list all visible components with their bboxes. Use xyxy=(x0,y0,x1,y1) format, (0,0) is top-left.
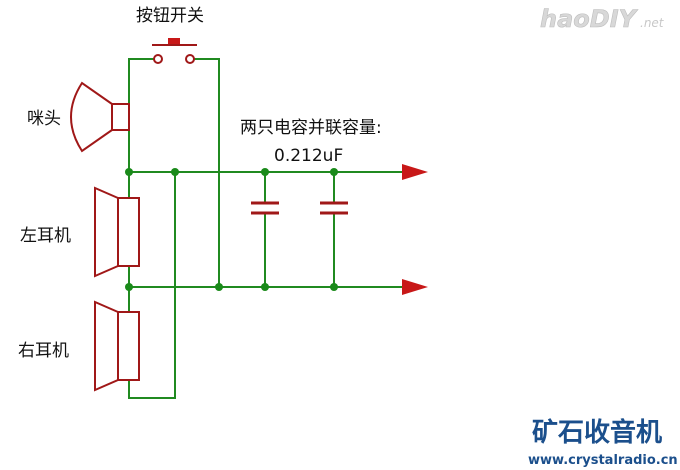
label-microphone: 咪头 xyxy=(27,109,61,129)
wire-mic-to-switch xyxy=(128,58,154,104)
junction-dot xyxy=(171,168,179,176)
junction-dot xyxy=(125,283,133,291)
watermark-haodiy-text: haoDIY xyxy=(540,5,639,33)
junction-dot xyxy=(215,283,223,291)
right-earphone-icon xyxy=(94,300,140,392)
label-left-earphone: 左耳机 xyxy=(20,226,71,246)
switch-contact xyxy=(185,54,195,64)
left-earphone-icon xyxy=(94,186,140,278)
wires xyxy=(128,58,405,399)
junction-dot xyxy=(330,168,338,176)
microphone-icon xyxy=(70,81,130,153)
push-button-switch xyxy=(152,38,197,64)
speaker-cone xyxy=(94,186,119,278)
label-switch: 按钮开关 xyxy=(136,6,204,26)
speaker-body xyxy=(117,197,140,267)
label-capacitor-note: 两只电容并联容量: xyxy=(240,118,382,138)
label-capacitor-value: 0.212uF xyxy=(274,146,343,166)
watermark-haodiy: haoDIY .net xyxy=(540,5,665,34)
wire-right-ear-return xyxy=(128,172,176,399)
capacitor-c1 xyxy=(251,201,279,215)
junction-dot xyxy=(330,283,338,291)
output-arrows xyxy=(402,164,428,295)
mic-horn xyxy=(70,81,113,153)
output-arrow-top xyxy=(402,164,428,180)
capacitor-c2 xyxy=(320,201,348,215)
junction-dot xyxy=(125,168,133,176)
label-right-earphone: 右耳机 xyxy=(18,341,69,361)
junctions xyxy=(125,168,338,291)
switch-contact xyxy=(153,54,163,64)
watermark-crystalradio-url: www.crystalradio.cn xyxy=(528,453,678,468)
junction-dot xyxy=(261,168,269,176)
watermark-crystalradio: 矿石收音机 www.crystalradio.cn xyxy=(528,417,678,468)
watermark-crystalradio-logo: 矿石收音机 xyxy=(532,417,662,448)
junction-dot xyxy=(261,283,269,291)
speaker-cone xyxy=(94,300,119,392)
output-arrow-bottom xyxy=(402,279,428,295)
speaker-body xyxy=(117,311,140,381)
watermark-haodiy-suffix: .net xyxy=(640,16,665,30)
mic-body xyxy=(111,103,130,131)
switch-cap xyxy=(168,38,180,44)
wire-switch-to-bus xyxy=(194,58,220,287)
